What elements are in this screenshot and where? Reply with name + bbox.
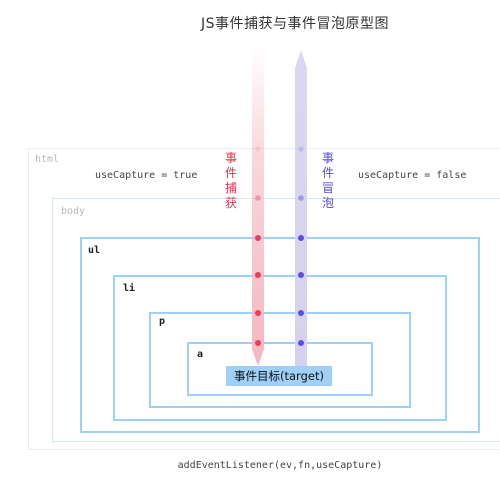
footer-signature: addEventListener(ev,fn,useCapture) (177, 460, 383, 471)
capture-dot-body (255, 195, 261, 201)
html-label: html (35, 154, 60, 165)
body-label: body (61, 206, 86, 217)
bubble-label: 事件冒泡 (321, 151, 334, 210)
bubble-dot-html (298, 146, 304, 152)
capture-dot-li (255, 272, 261, 278)
bubble-dot-a (298, 340, 304, 346)
bubble-dot-ul (298, 235, 304, 241)
capture-arrow (252, 45, 264, 366)
body-box: body (52, 198, 500, 442)
bubble-dot-p (298, 310, 304, 316)
li-label: li (123, 283, 136, 294)
capture-caption: useCapture = true (95, 170, 198, 181)
capture-dot-html (255, 146, 261, 152)
a-box: a (187, 342, 373, 396)
a-label: a (197, 349, 204, 360)
li-box: li (113, 275, 447, 421)
event-target-label: 事件目标(target) (226, 366, 332, 386)
capture-label: 事件捕获 (224, 151, 237, 210)
ul-label: ul (88, 245, 101, 256)
p-label: p (159, 316, 166, 327)
bubble-dot-body (298, 195, 304, 201)
diagram-title: JS事件捕获与事件冒泡原型图 (200, 16, 389, 32)
p-box: p (149, 312, 411, 408)
ul-box: ul (80, 237, 480, 433)
capture-dot-ul (255, 235, 261, 241)
capture-dot-a (255, 340, 261, 346)
bubble-dot-li (298, 272, 304, 278)
bubble-caption: useCapture = false (358, 170, 467, 181)
capture-dot-p (255, 310, 261, 316)
bubble-arrow (295, 50, 307, 366)
